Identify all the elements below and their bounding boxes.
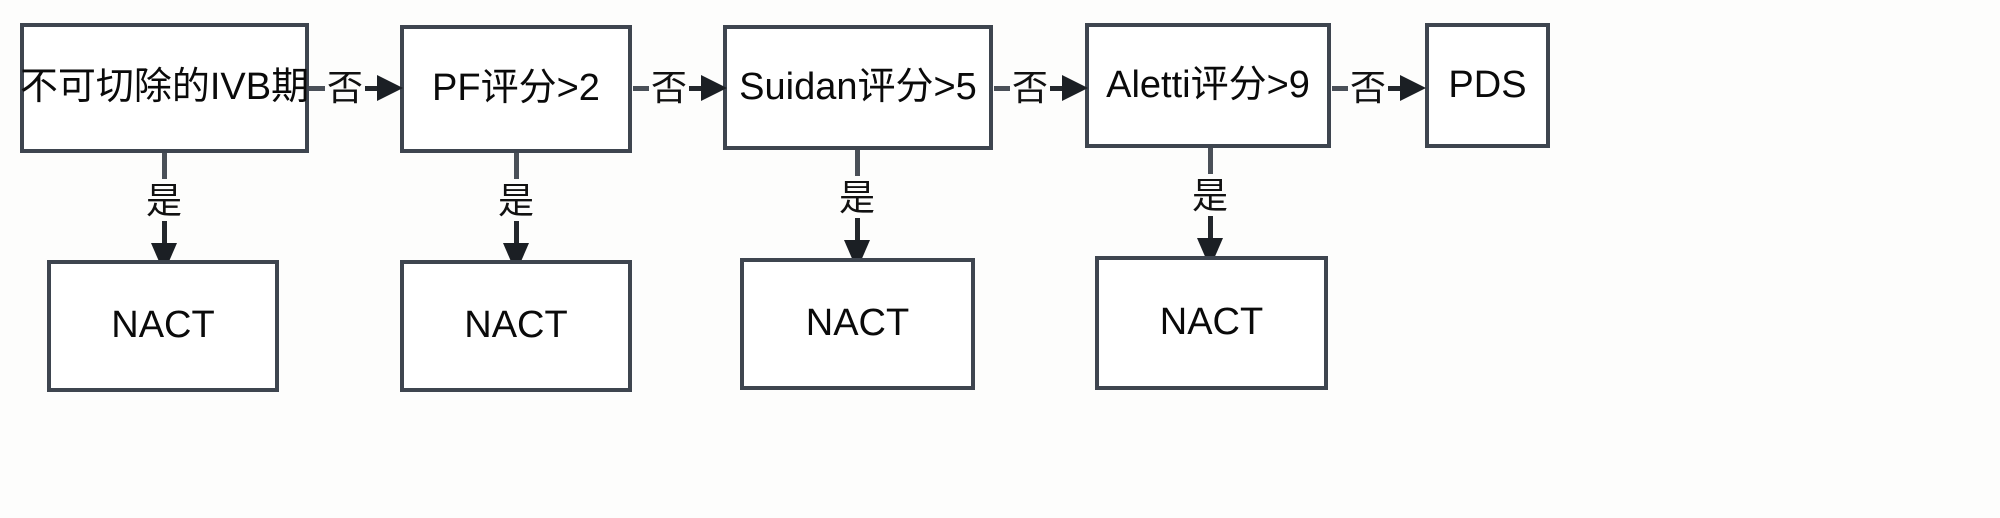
node-suidan-score-label: Suidan评分>5 bbox=[739, 65, 977, 108]
node-nact-3[interactable]: NACT bbox=[740, 258, 975, 390]
edge-stub bbox=[1207, 148, 1213, 174]
edge-shaft bbox=[1388, 85, 1401, 91]
edge-stub bbox=[994, 85, 1010, 91]
edge-stub bbox=[633, 85, 649, 91]
edge-stub bbox=[513, 153, 519, 179]
edge-no-aletti-score-to-pds: 否 bbox=[1332, 65, 1427, 111]
node-pf-score[interactable]: PF评分>2 bbox=[400, 25, 632, 153]
edge-no-label-1: 否 bbox=[327, 67, 364, 108]
arrow-right-icon bbox=[377, 75, 404, 101]
node-suidan-score[interactable]: Suidan评分>5 bbox=[723, 25, 993, 150]
edge-yes-label-3: 是 bbox=[838, 177, 875, 218]
node-nact-3-label: NACT bbox=[805, 302, 910, 345]
edge-no-label-3: 否 bbox=[1012, 67, 1049, 108]
edge-shaft bbox=[161, 221, 167, 243]
arrow-right-icon bbox=[1062, 75, 1089, 101]
edge-stub bbox=[854, 150, 860, 176]
node-nact-2-label: NACT bbox=[464, 304, 568, 347]
edge-yes-pf-score-to-nact-2: 是 bbox=[481, 153, 551, 273]
node-stage-ivb-label: 不可切除的IVB期 bbox=[19, 66, 310, 109]
node-aletti-score-label: Aletti评分>9 bbox=[1106, 63, 1310, 106]
edge-shaft bbox=[513, 221, 519, 243]
edge-stub bbox=[309, 85, 325, 91]
node-pds-label: PDS bbox=[1448, 63, 1527, 106]
edge-yes-label-1: 是 bbox=[145, 180, 182, 221]
edge-yes-label-2: 是 bbox=[497, 180, 534, 221]
edge-yes-stage-ivb-to-nact-1: 是 bbox=[129, 153, 199, 273]
edge-no-stage-ivb-to-pf-score: 否 bbox=[309, 65, 404, 111]
edge-shaft bbox=[689, 85, 702, 91]
node-nact-2[interactable]: NACT bbox=[400, 260, 632, 392]
node-pds[interactable]: PDS bbox=[1425, 23, 1550, 148]
edge-shaft bbox=[1050, 85, 1063, 91]
node-stage-ivb[interactable]: 不可切除的IVB期 bbox=[20, 23, 309, 153]
arrow-right-icon bbox=[701, 75, 728, 101]
edge-yes-label-4: 是 bbox=[1191, 175, 1228, 216]
node-nact-1[interactable]: NACT bbox=[47, 260, 279, 392]
node-nact-4[interactable]: NACT bbox=[1095, 256, 1328, 390]
node-nact-1-label: NACT bbox=[111, 304, 215, 347]
edge-stub bbox=[161, 153, 167, 179]
edge-shaft bbox=[365, 85, 378, 91]
edge-no-pf-score-to-suidan-score: 否 bbox=[633, 65, 728, 111]
edge-shaft bbox=[854, 218, 860, 240]
edge-no-label-4: 否 bbox=[1350, 67, 1387, 108]
node-aletti-score[interactable]: Aletti评分>9 bbox=[1085, 23, 1331, 148]
edge-no-suidan-score-to-aletti-score: 否 bbox=[994, 65, 1089, 111]
edge-yes-suidan-score-to-nact-3: 是 bbox=[822, 150, 892, 270]
arrow-right-icon bbox=[1400, 75, 1427, 101]
edge-shaft bbox=[1207, 216, 1213, 238]
edge-stub bbox=[1332, 85, 1348, 91]
node-pf-score-label: PF评分>2 bbox=[432, 67, 600, 110]
edge-no-label-2: 否 bbox=[651, 67, 688, 108]
node-nact-4-label: NACT bbox=[1159, 301, 1264, 344]
edge-yes-aletti-score-to-nact-4: 是 bbox=[1175, 148, 1245, 268]
